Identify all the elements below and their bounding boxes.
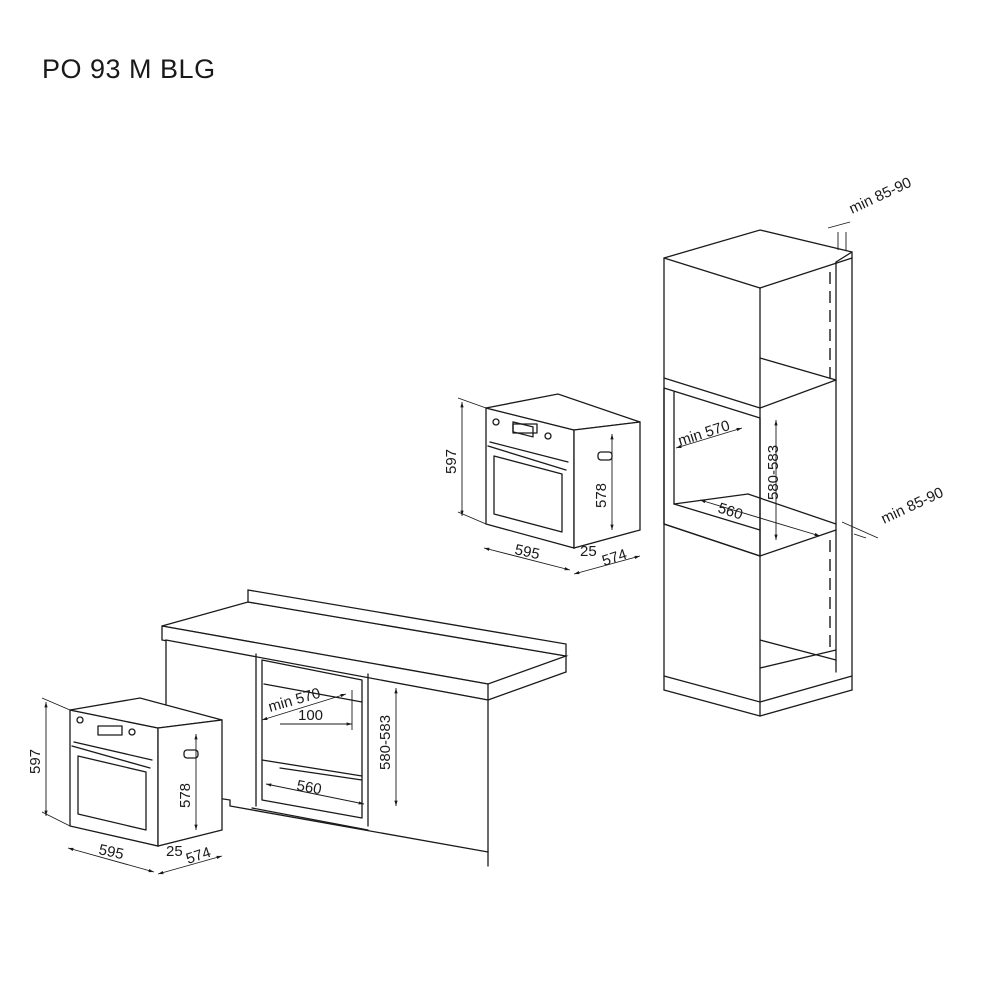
oven-lower bbox=[41, 697, 223, 875]
model-title: PO 93 M BLG bbox=[42, 54, 216, 84]
oven-upper bbox=[457, 393, 641, 575]
counter-cabinet bbox=[161, 589, 569, 867]
oven-lower-height-label: 597 bbox=[27, 749, 44, 774]
counter-niche-height-label: 580-583 bbox=[377, 715, 394, 770]
tall-niche-height-label: 580-583 bbox=[765, 445, 782, 500]
oven-upper-width-label: 595 bbox=[513, 541, 541, 563]
tall-top-gap-label: min 85-90 bbox=[847, 174, 915, 218]
counter-niche-depth-label: 560 bbox=[295, 777, 323, 798]
oven-upper-height-label: 597 bbox=[443, 449, 460, 474]
oven-lower-front-height-label: 578 bbox=[177, 783, 194, 808]
tall-niche-depth-label: 560 bbox=[716, 500, 745, 524]
oven-upper-offset-label: 25 bbox=[580, 543, 597, 560]
counter-vent-label: 100 bbox=[298, 707, 323, 724]
oven-lower-offset-label: 25 bbox=[166, 843, 183, 860]
oven-lower-depth-label: 574 bbox=[184, 844, 213, 868]
tall-cabinet bbox=[663, 221, 879, 717]
oven-lower-width-label: 595 bbox=[97, 841, 125, 863]
oven-upper-depth-label: 574 bbox=[600, 546, 629, 570]
oven-upper-front-height-label: 578 bbox=[593, 483, 610, 508]
tall-bottom-gap-label: min 85-90 bbox=[879, 484, 947, 528]
